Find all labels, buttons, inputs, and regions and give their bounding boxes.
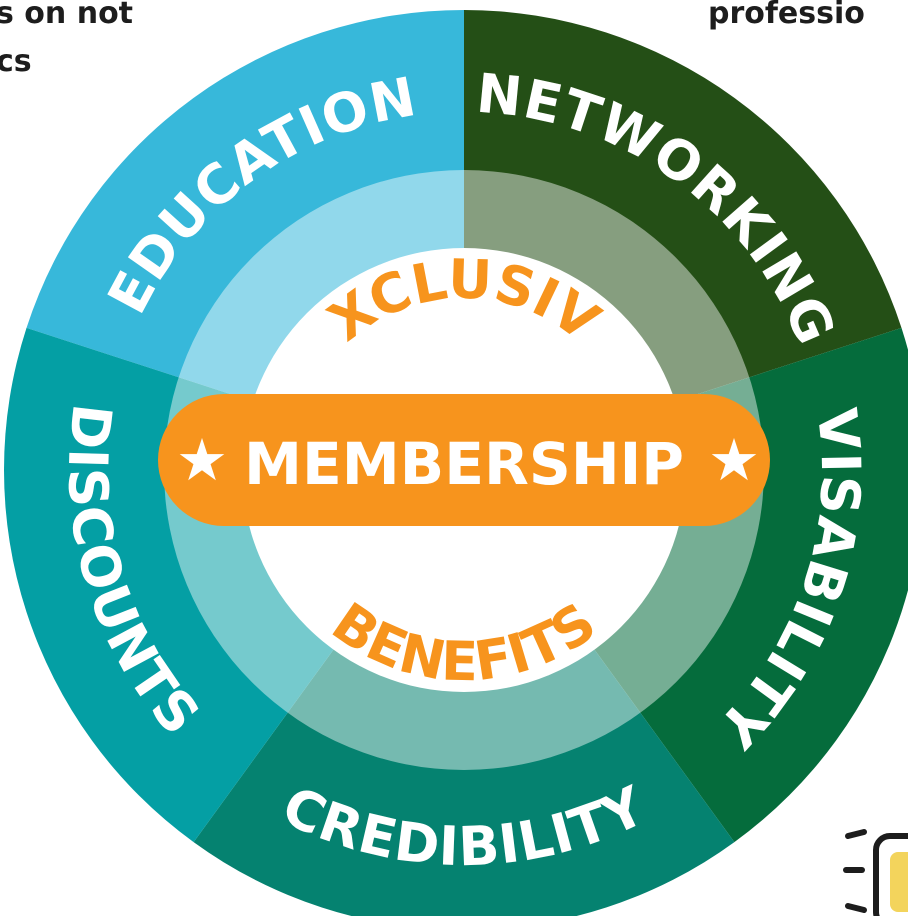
top-left-text: s on not cs xyxy=(0,0,133,86)
top-left-line-1: s on not xyxy=(0,0,134,31)
membership-pill xyxy=(158,394,770,526)
star-right-icon: ★ xyxy=(708,426,760,494)
membership-label: MEMBERSHIP xyxy=(244,430,684,498)
star-left-icon: ★ xyxy=(176,426,228,494)
top-left-line-2: cs xyxy=(0,44,32,79)
segment-credibility xyxy=(193,470,735,916)
top-right-text: professio xyxy=(708,0,865,31)
lightbulb-icon xyxy=(843,829,908,916)
